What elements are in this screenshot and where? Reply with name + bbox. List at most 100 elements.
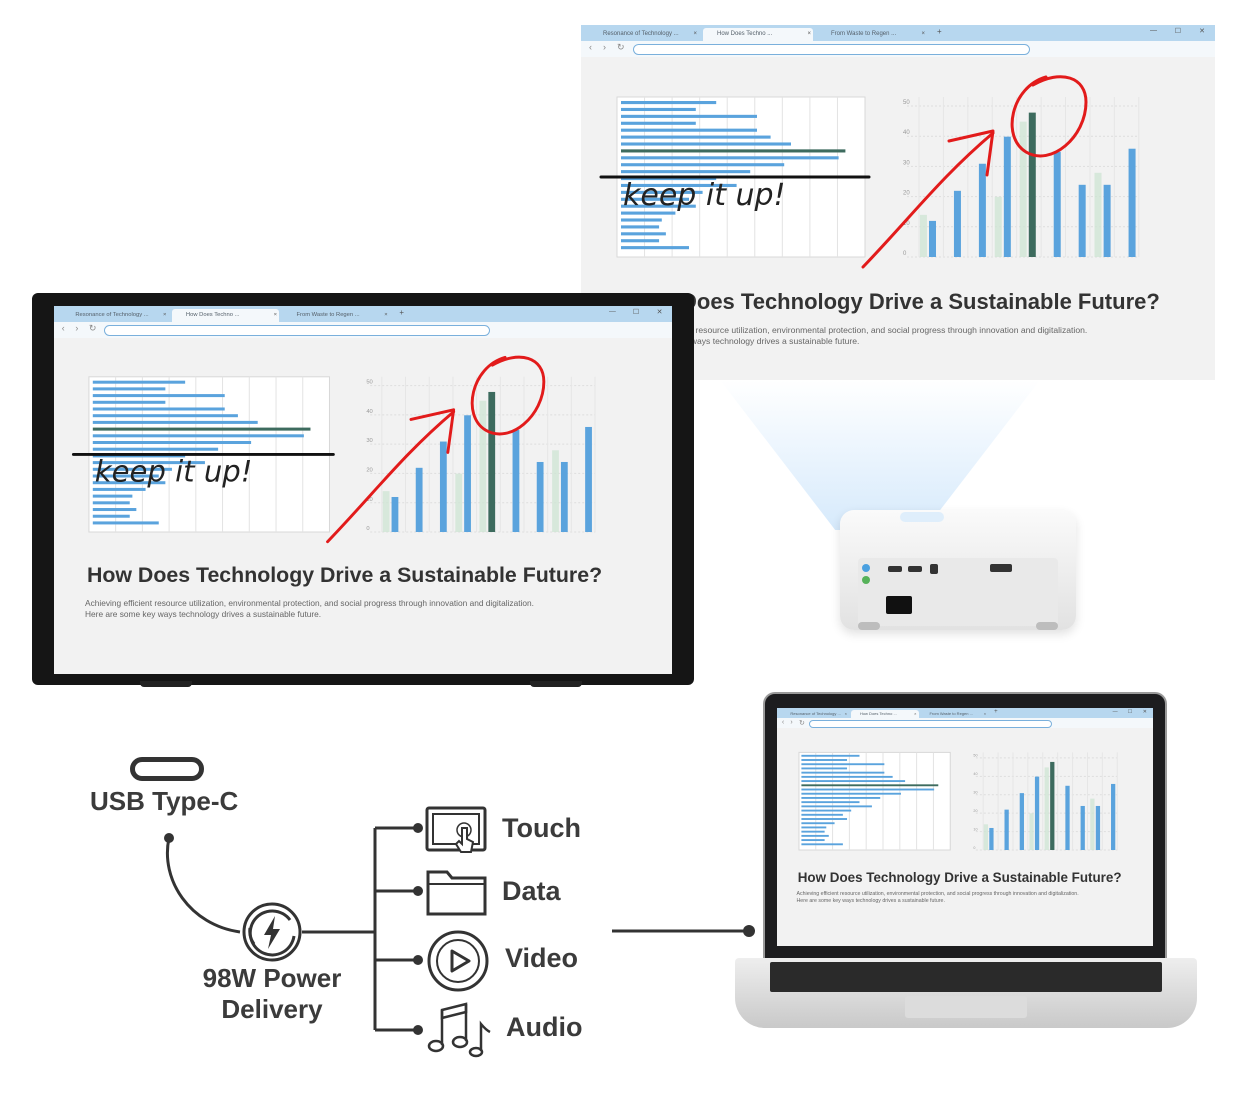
vertical-bar [439, 441, 447, 532]
projector-io-panel [858, 558, 1058, 626]
y-tick-label: 20 [903, 191, 910, 197]
laptop-screen: Resonance of Technology ... × How Does T… [777, 708, 1153, 946]
red-arrowhead [947, 129, 995, 177]
horizontal-bar [621, 114, 757, 118]
red-circle [470, 355, 546, 436]
horizontal-bar [621, 246, 689, 250]
close-icon[interactable]: × [844, 710, 847, 716]
projector-foot [1036, 622, 1058, 630]
page-body-line-1: cient resource utilization, environmenta… [675, 325, 1088, 335]
y-tick-label: 0 [973, 846, 975, 850]
horizontal-bar [621, 170, 751, 174]
back-icon[interactable]: ‹ [589, 42, 592, 52]
close-icon[interactable]: × [384, 311, 388, 318]
projector-foot [858, 622, 880, 630]
nav-bar: ‹ › ↻ [777, 718, 1153, 728]
window-close-icon[interactable]: ✕ [1199, 28, 1205, 35]
page-heading: Does Technology Drive a Sustainable Futu… [681, 289, 1160, 314]
vertical-bar [978, 163, 986, 257]
vertical-bar [1065, 785, 1070, 850]
power-delivery-label: 98W Power Delivery [186, 963, 358, 1025]
vertical-bar [1078, 184, 1086, 257]
maximize-icon[interactable]: ☐ [632, 308, 640, 316]
tab-bar: Resonance of Technology ... × How Does T… [54, 306, 672, 322]
horizontal-bar [621, 177, 717, 181]
tab-how-does-technology[interactable]: How Does Techno ... × [703, 28, 813, 41]
tab-how-does-technology[interactable]: How Does Techno ... × [172, 308, 280, 322]
y-tick-label: 40 [366, 409, 372, 415]
minimize-icon[interactable]: — [1150, 27, 1157, 34]
maximize-icon[interactable]: ☐ [1127, 709, 1133, 716]
new-tab-icon[interactable]: + [994, 709, 998, 716]
folder-icon [426, 870, 487, 916]
vertical-bar [1034, 776, 1040, 850]
address-bar[interactable] [104, 324, 490, 337]
tab-from-waste-to-regen[interactable]: From Waste to Regen ... × [817, 28, 927, 41]
address-bar[interactable] [633, 44, 1030, 55]
vertical-bar [1080, 805, 1085, 850]
usb-type-c-label: USB Type-C [90, 786, 239, 816]
tab-label: How Does Techno ... [185, 311, 240, 318]
y-tick-label: 30 [366, 438, 372, 444]
tab-resonance-of-technology[interactable]: Resonance of Technology ... × [589, 28, 699, 41]
horizontal-bar [92, 487, 146, 491]
tab-label: How Does Techno ... [859, 710, 897, 716]
page-heading: How Does Technology Drive a Sustainable … [797, 869, 1122, 885]
forward-icon[interactable]: › [790, 718, 793, 726]
ghost-bar [382, 491, 390, 532]
tab-resonance-of-technology[interactable]: Resonance of Technology ... × [782, 710, 849, 718]
window-close-icon[interactable]: ✕ [656, 308, 663, 316]
y-tick-label: 30 [973, 791, 977, 795]
ghost-bar [1094, 172, 1102, 257]
back-icon[interactable]: ‹ [61, 322, 65, 333]
new-tab-icon[interactable]: + [937, 27, 942, 36]
page-heading: How Does Technology Drive a Sustainable … [86, 563, 603, 588]
horizontal-bar [801, 805, 872, 808]
page-body-line-1: Achieving efficient resource utilization… [85, 597, 534, 608]
horizontal-bar [92, 514, 130, 518]
new-tab-icon[interactable]: + [399, 307, 404, 317]
music-note-icon [427, 1002, 491, 1058]
minimize-icon[interactable]: — [1112, 709, 1118, 716]
vertical-bar [585, 426, 592, 532]
browser-window: Resonance of Technology ... × How Does T… [777, 708, 1153, 946]
tab-how-does-technology[interactable]: How Does Techno ... × [851, 709, 919, 718]
maximize-icon[interactable]: ☐ [1174, 28, 1181, 35]
horizontal-bar [92, 400, 166, 404]
close-icon[interactable]: × [693, 31, 697, 37]
close-icon[interactable]: × [914, 710, 917, 716]
forward-icon[interactable]: › [603, 42, 606, 52]
tab-from-waste-to-regen[interactable]: From Waste to Regen ... × [283, 309, 390, 322]
monitor-foot-left [140, 681, 192, 687]
ink-annotation: keep it up! [623, 178, 786, 213]
horizontal-bar [801, 796, 881, 799]
close-icon[interactable]: × [983, 710, 987, 716]
horizontal-bar [801, 826, 827, 829]
y-tick-label: 40 [903, 130, 910, 136]
horizontal-bar [92, 461, 205, 465]
address-bar[interactable] [808, 719, 1052, 728]
horizontal-bar [801, 801, 860, 804]
close-icon[interactable]: × [807, 31, 811, 37]
tab-from-waste-to-regen[interactable]: From Waste to Regen ... × [921, 710, 988, 718]
vertical-bar [929, 220, 936, 257]
ghost-bar [1090, 798, 1095, 850]
tab-bar: Resonance of Technology ... × How Does T… [777, 708, 1153, 718]
reload-icon[interactable]: ↻ [798, 719, 805, 727]
back-icon[interactable]: ‹ [781, 718, 785, 726]
minimize-icon[interactable]: — [608, 307, 616, 315]
window-close-icon[interactable]: ✕ [1142, 709, 1147, 716]
y-tick-label: 20 [366, 467, 372, 473]
page-body-line-2: key ways technology drives a sustainable… [675, 336, 860, 346]
close-icon[interactable]: × [921, 31, 925, 37]
y-tick-label: 0 [903, 251, 907, 257]
forward-icon[interactable]: › [75, 322, 79, 333]
reload-icon[interactable]: ↻ [617, 42, 625, 52]
reload-icon[interactable]: ↻ [88, 322, 97, 333]
tab-resonance-of-technology[interactable]: Resonance of Technology ... × [62, 309, 169, 322]
close-icon[interactable]: × [273, 311, 278, 318]
close-icon[interactable]: × [163, 311, 167, 318]
vertical-bar [1111, 783, 1116, 850]
